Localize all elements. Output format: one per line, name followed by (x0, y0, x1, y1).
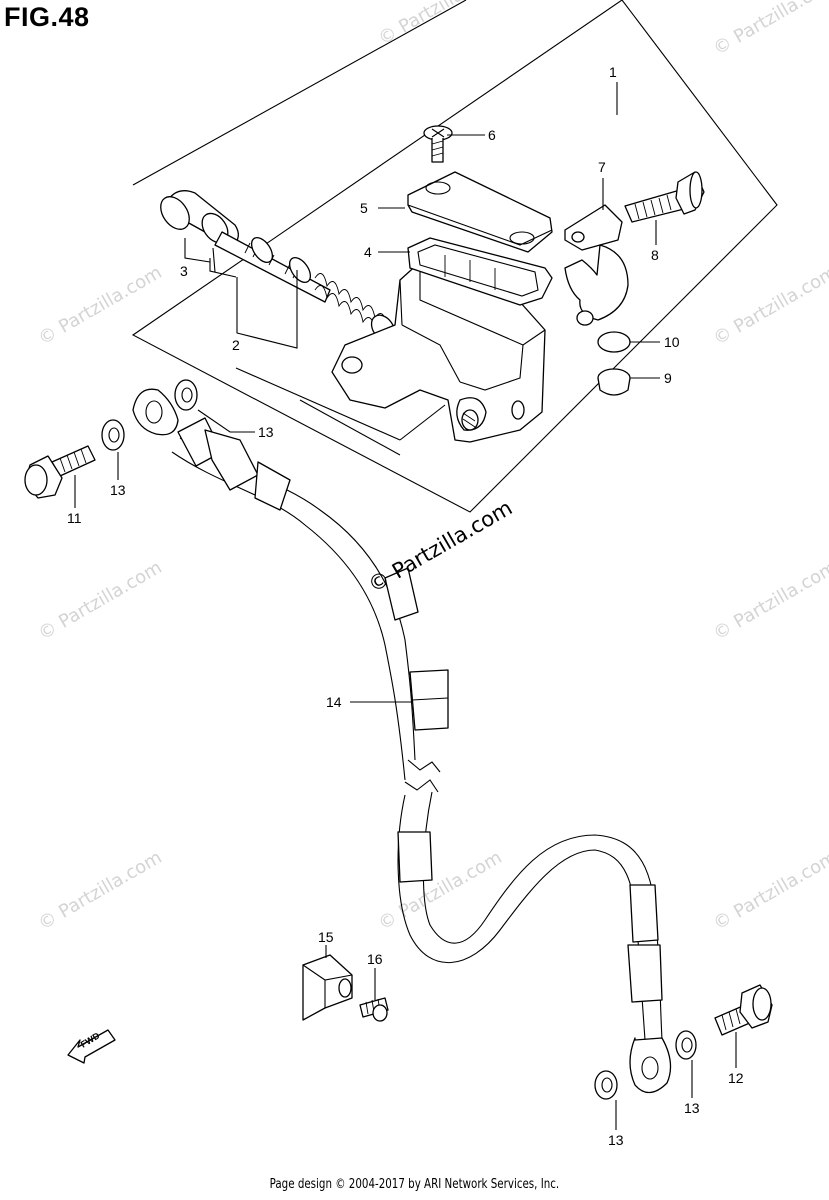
callout-2: 2 (232, 337, 240, 353)
hose-clamp (302, 954, 353, 1021)
callout-11: 11 (67, 510, 82, 526)
callout-15: 15 (318, 929, 334, 945)
clamp-screw (359, 997, 389, 1022)
leader-lines (74, 82, 737, 1130)
clamp-bolt (624, 171, 705, 223)
callout-5: 5 (360, 200, 368, 216)
callout-4: 4 (364, 244, 372, 260)
assembly-outline (131, 0, 778, 513)
piston-assembly (160, 190, 396, 342)
callout-8: 8 (651, 247, 659, 263)
callout-14: 14 (326, 694, 342, 710)
cap-screw (423, 125, 453, 163)
callout-13-lower-right: 13 (684, 1100, 700, 1116)
washer (675, 1030, 697, 1060)
callout-16: 16 (367, 951, 383, 967)
callout-7: 7 (598, 159, 606, 175)
callout-13-lower: 13 (608, 1132, 624, 1148)
handlebar-clamp (564, 204, 629, 326)
callout-1: 1 (609, 64, 617, 80)
callout-10: 10 (664, 334, 680, 350)
reservoir-cap (407, 171, 553, 253)
banjo-bolt-lower (714, 984, 773, 1036)
callout-9: 9 (664, 370, 672, 386)
o-ring (597, 331, 631, 353)
page-footer: Page design © 2004-2017 by ARI Network S… (269, 1177, 560, 1192)
banjo-bolt-upper (24, 445, 96, 499)
washer (594, 1070, 618, 1100)
washer (174, 379, 198, 411)
figure-title: FIG.48 (4, 2, 90, 32)
rubber-plug (597, 368, 631, 396)
brake-hose (132, 388, 672, 1094)
fwd-arrow-icon: FWD (67, 1029, 116, 1064)
callout-13-upper-left: 13 (110, 482, 126, 498)
callout-12: 12 (728, 1070, 744, 1086)
master-cylinder-body (331, 261, 546, 443)
washer (101, 419, 125, 451)
callout-6: 6 (488, 127, 496, 143)
callout-13-upper: 13 (258, 424, 274, 440)
diaphragm (407, 237, 553, 306)
callout-3: 3 (180, 263, 188, 279)
